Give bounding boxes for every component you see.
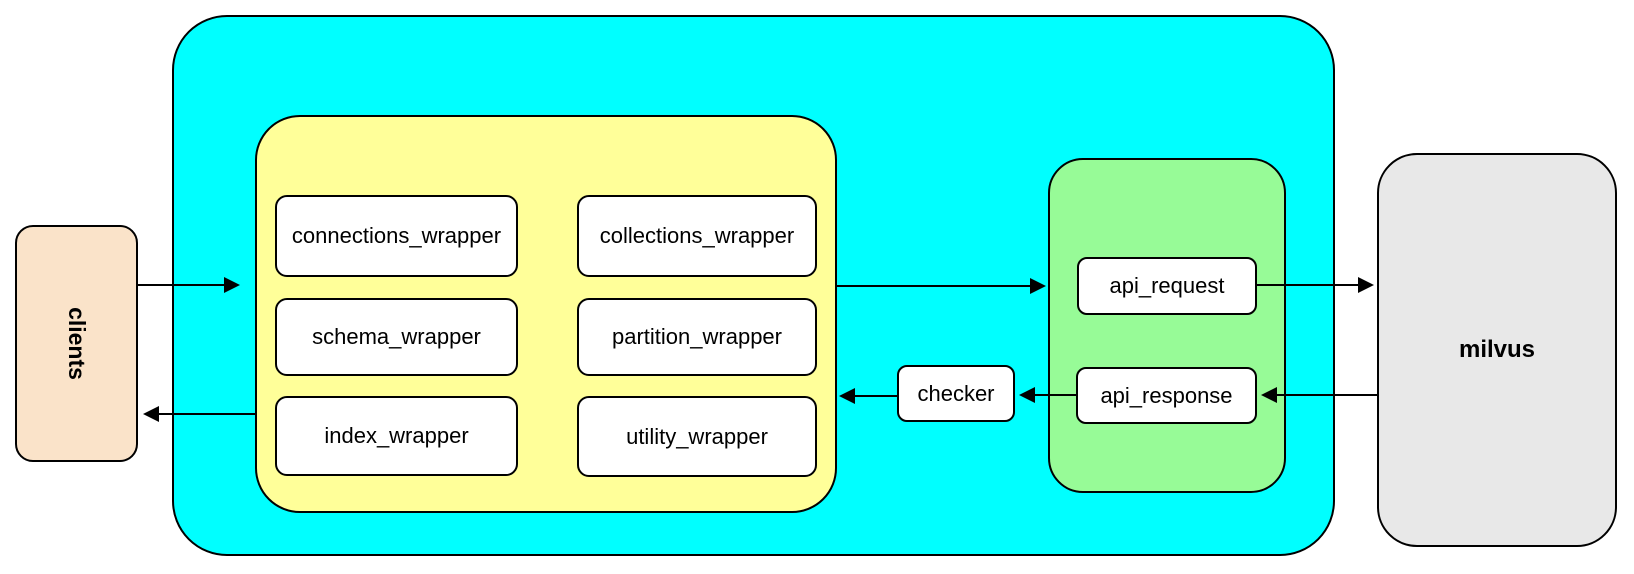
api-gateway-container [1048,158,1286,493]
arrow-clients-to-sdk [138,284,226,286]
utility-wrapper-node: utility_wrapper [577,396,817,477]
connections-wrapper-node: connections_wrapper [275,195,518,277]
api-request-node: api_request [1077,257,1257,315]
api-response-node: api_response [1076,367,1257,424]
partition-wrapper-node: partition_wrapper [577,298,817,376]
arrow-request-to-milvus [1257,284,1360,286]
clients-label: clients [64,307,90,380]
arrow-response-to-checker [1033,394,1076,396]
arrowhead-response-to-checker [1019,387,1035,403]
arrowhead-request-to-milvus [1358,277,1374,293]
schema-wrapper-node: schema_wrapper [275,298,518,376]
arrow-wrapper-to-clients [157,413,255,415]
arrow-milvus-to-response [1275,394,1377,396]
milvus-node: milvus [1377,153,1617,547]
collections-wrapper-node: collections_wrapper [577,195,817,277]
arrowhead-checker-to-wrapper [839,388,855,404]
arrow-wrapper-to-request [837,285,1032,287]
arrowhead-wrapper-to-clients [143,406,159,422]
arrowhead-wrapper-to-request [1030,278,1046,294]
arrowhead-milvus-to-response [1261,387,1277,403]
milvus-label: milvus [1458,336,1536,363]
checker-node: checker [897,365,1015,422]
arrowhead-clients-to-sdk [224,277,240,293]
arrow-checker-to-wrapper [853,395,897,397]
clients-node: clients [15,225,138,462]
index-wrapper-node: index_wrapper [275,396,518,476]
